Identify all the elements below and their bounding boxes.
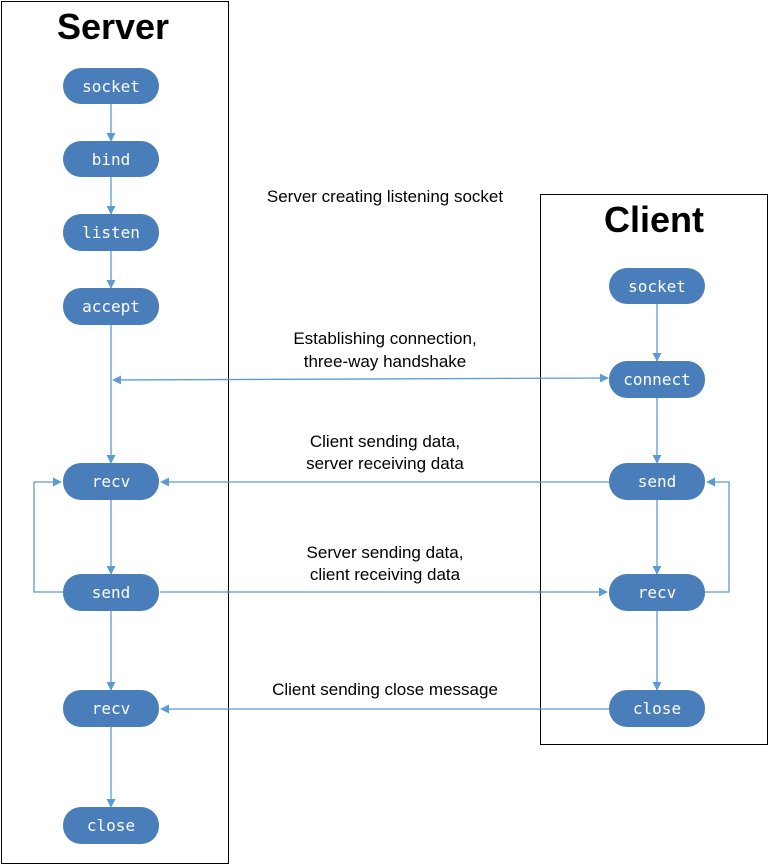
- client-loop-edge: [705, 477, 730, 593]
- client-node-send: send: [609, 463, 705, 500]
- caption-close-message: Client sending close message: [272, 680, 498, 699]
- server-node-listen: listen: [63, 214, 159, 251]
- client-node-socket-label: socket: [628, 277, 686, 296]
- client-title: Client: [604, 199, 704, 240]
- server-node-bind: bind: [63, 141, 159, 177]
- server-node-socket: socket: [63, 68, 159, 104]
- client-node-close: close: [609, 690, 705, 727]
- server-node-listen-label: listen: [82, 223, 140, 242]
- server-node-recv-label: recv: [92, 472, 131, 491]
- server-node-socket-label: socket: [82, 77, 140, 96]
- server-node-send-label: send: [92, 583, 131, 602]
- server-node-recv-close: recv: [63, 690, 159, 727]
- caption-client-send-line2: server receiving data: [306, 454, 464, 473]
- client-node-connect-label: connect: [623, 370, 690, 389]
- server-node-close: close: [63, 807, 159, 844]
- server-node-bind-label: bind: [92, 150, 131, 169]
- client-node-socket: socket: [609, 268, 705, 304]
- client-frame: [540, 194, 768, 745]
- client-node-recv: recv: [609, 574, 705, 611]
- client-node-connect: connect: [609, 361, 705, 398]
- server-node-recv-close-label: recv: [92, 699, 131, 718]
- server-title: Server: [57, 6, 169, 47]
- caption-server-send-line2: client receiving data: [310, 565, 461, 584]
- client-node-send-label: send: [638, 472, 677, 491]
- server-node-accept: accept: [63, 288, 159, 325]
- caption-handshake-line1: Establishing connection,: [293, 329, 476, 348]
- edge-handshake: [112, 373, 609, 385]
- caption-client-send-line1: Client sending data,: [310, 432, 460, 451]
- client-node-recv-label: recv: [638, 583, 677, 602]
- client-node-close-label: close: [633, 699, 681, 718]
- caption-handshake-line2: three-way handshake: [304, 352, 467, 371]
- server-frame: [1, 1, 229, 864]
- server-node-send: send: [63, 574, 159, 611]
- caption-server-send-line1: Server sending data,: [307, 543, 464, 562]
- server-loop-edge: [33, 477, 63, 593]
- server-node-close-label: close: [87, 816, 135, 835]
- caption-listening: Server creating listening socket: [267, 187, 504, 206]
- server-node-accept-label: accept: [82, 297, 140, 316]
- server-node-recv: recv: [63, 463, 159, 500]
